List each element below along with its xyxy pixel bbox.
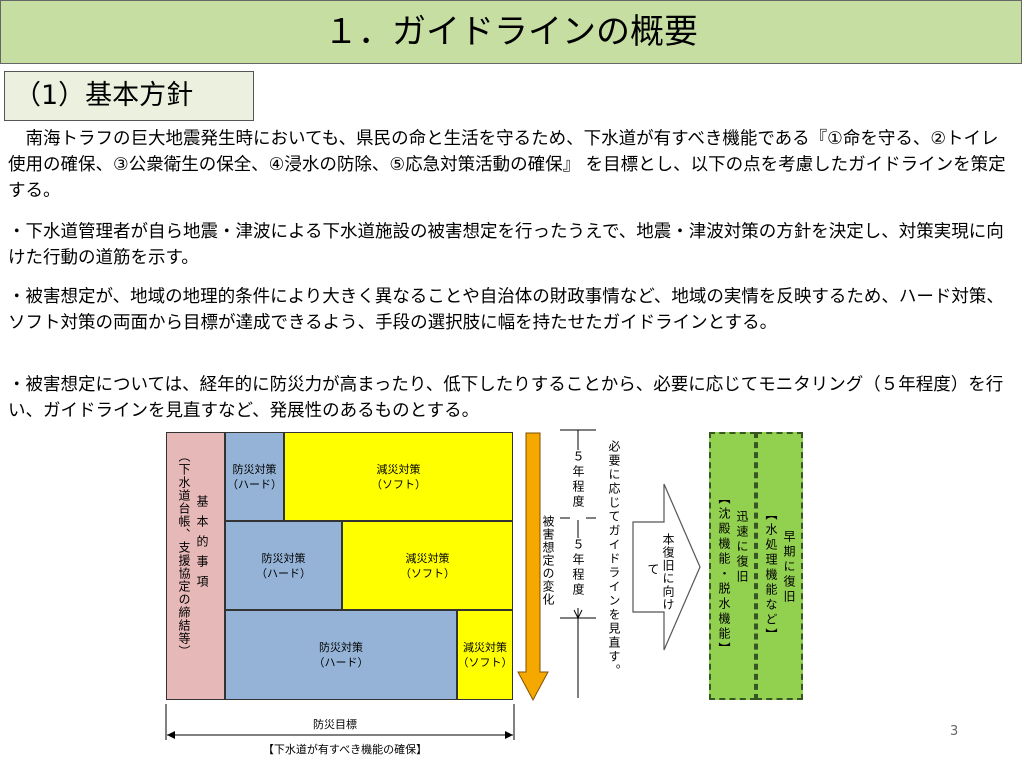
recovery-water-sub: 早期に復旧: [782, 530, 796, 605]
bullet-paragraph-3: ・被害想定については、経年的に防災力が高まったり、低下したりすることから、必要に…: [8, 375, 1004, 421]
recovery-sedimentation-sub: 迅速に復旧: [735, 510, 749, 585]
section-heading-box: [4, 71, 254, 121]
soft-measure-cell-2: 減災対策 （ソフト）: [342, 521, 513, 610]
hard-measure-cell-1: 防災対策 （ハード）: [225, 432, 284, 521]
soft-measure-cell-3: 減災対策 （ソフト）: [457, 610, 513, 700]
bullet-paragraph-1: ・下水道管理者が自ら地震・津波による下水道施設の被害想定を行ったうえで、地震・津…: [8, 222, 1004, 268]
basic-matters-detail: （下水道台帳、支援協定の締結等）: [177, 450, 191, 658]
damage-change-label: 被害想定の変化: [541, 515, 555, 606]
hard-measure-cell-3: 防災対策 （ハード）: [225, 610, 457, 700]
goal-caption: 【下水道が有すべき機能の確保】: [262, 743, 428, 756]
intro-paragraph: 南海トラフの巨大地震発生時においても、県民の命と生活を守るため、下水道が有すべき…: [8, 129, 1006, 201]
section-heading: （1）基本方針: [14, 80, 194, 111]
soft-measure-cell-1: 減災対策 （ソフト）: [284, 432, 513, 521]
bullet-paragraph-2: ・被害想定が、地域の地理的条件により大きく異なることや自治体の財政事情など、地域…: [8, 287, 1004, 333]
recovery-sedimentation-label: 【沈殿機能・脱水機能】: [717, 492, 731, 657]
basic-matters-box: [166, 432, 225, 700]
review-note: 必要に応じてガイドラインを見直す。: [607, 440, 621, 678]
five-years-label-2: ５年程度: [570, 538, 586, 608]
arrow-label-line1: 本復旧に向け: [661, 533, 675, 611]
down-arrow-icon: [517, 432, 549, 702]
title-bar: [0, 0, 1022, 64]
recovery-box-water-treatment: [756, 432, 803, 700]
goal-label: 防災目標: [313, 718, 357, 731]
hard-measure-cell-2: 防災対策 （ハード）: [225, 521, 342, 610]
recovery-water-label: 【水処理機能など】: [764, 508, 778, 643]
recovery-box-sedimentation: [709, 432, 756, 700]
page-title: １．ガイドラインの概要: [324, 12, 698, 52]
basic-matters-label: 基本的事項: [195, 495, 209, 595]
five-years-label-1: ５年程度: [570, 450, 586, 520]
arrow-label-line2: て: [646, 563, 660, 576]
right-arrow-icon: [632, 483, 701, 651]
goal-span-arrow: [165, 704, 515, 740]
page-number: 3: [950, 724, 959, 739]
